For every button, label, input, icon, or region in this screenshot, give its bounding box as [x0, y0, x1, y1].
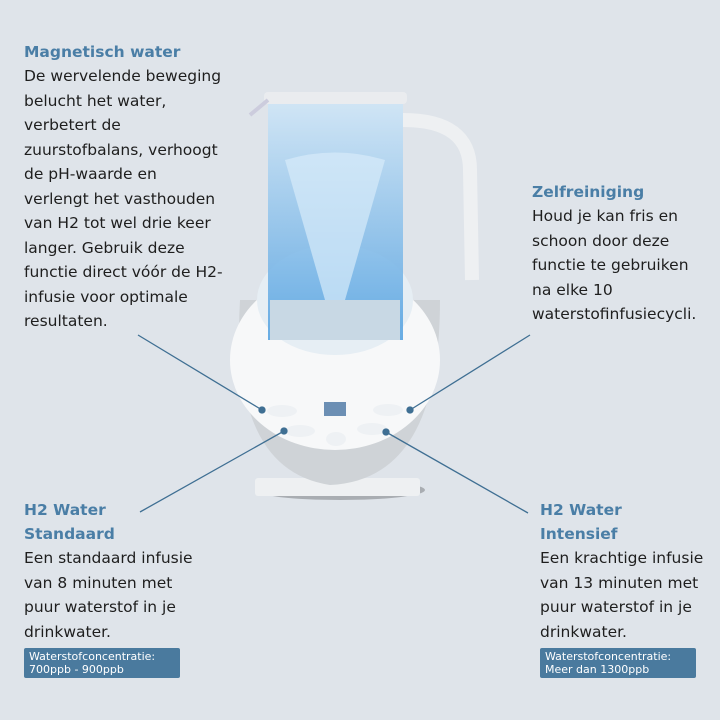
- magnetic-water-button[interactable]: [267, 405, 297, 417]
- badge-label: Waterstofconcentratie:: [29, 650, 156, 663]
- pointer-intensive: [385, 431, 529, 514]
- standard-title-1: H2 Water: [24, 501, 106, 519]
- intensive-section: H2 Water Intensief Een krachtige infusie…: [540, 498, 710, 678]
- display-screen: [324, 402, 346, 416]
- selfclean-title: Zelfreiniging: [532, 183, 645, 201]
- intensive-title-2: Intensief: [540, 525, 618, 543]
- vortex: [285, 152, 385, 300]
- badge-value: 700ppb - 900ppb: [29, 663, 124, 676]
- hydrogen-water-jug: [230, 92, 479, 500]
- power-button[interactable]: [326, 432, 346, 446]
- h2-intensive-button[interactable]: [357, 423, 387, 435]
- selfclean-body: Houd je kan fris en schoon door deze fun…: [532, 207, 697, 323]
- magnetic-water-section: Magnetisch water De wervelende beweging …: [24, 40, 224, 334]
- pointer-selfclean: [409, 334, 531, 411]
- intensive-title-1: H2 Water: [540, 501, 622, 519]
- badge-label: Waterstofconcentratie:: [545, 650, 672, 663]
- standard-section: H2 Water Standaard Een standaard infusie…: [24, 498, 199, 678]
- standard-title-2: Standaard: [24, 525, 115, 543]
- selfclean-section: Zelfreiniging Houd je kan fris en schoon…: [532, 180, 702, 327]
- intensive-body: Een krachtige infusie van 13 minuten met…: [540, 549, 704, 641]
- magnetic-title: Magnetisch water: [24, 43, 181, 61]
- h2-standard-button[interactable]: [285, 425, 315, 437]
- standard-concentration-badge: Waterstofconcentratie: 700ppb - 900ppb: [24, 648, 180, 678]
- standard-body: Een standaard infusie van 8 minuten met …: [24, 549, 193, 641]
- self-clean-button[interactable]: [373, 404, 403, 416]
- magnetic-body: De wervelende beweging belucht het water…: [24, 67, 223, 330]
- pointer-standard: [139, 430, 285, 513]
- intensive-concentration-badge: Waterstofconcentratie: Meer dan 1300ppb: [540, 648, 696, 678]
- pointer-magnetic: [137, 334, 263, 411]
- badge-value: Meer dan 1300ppb: [545, 663, 650, 676]
